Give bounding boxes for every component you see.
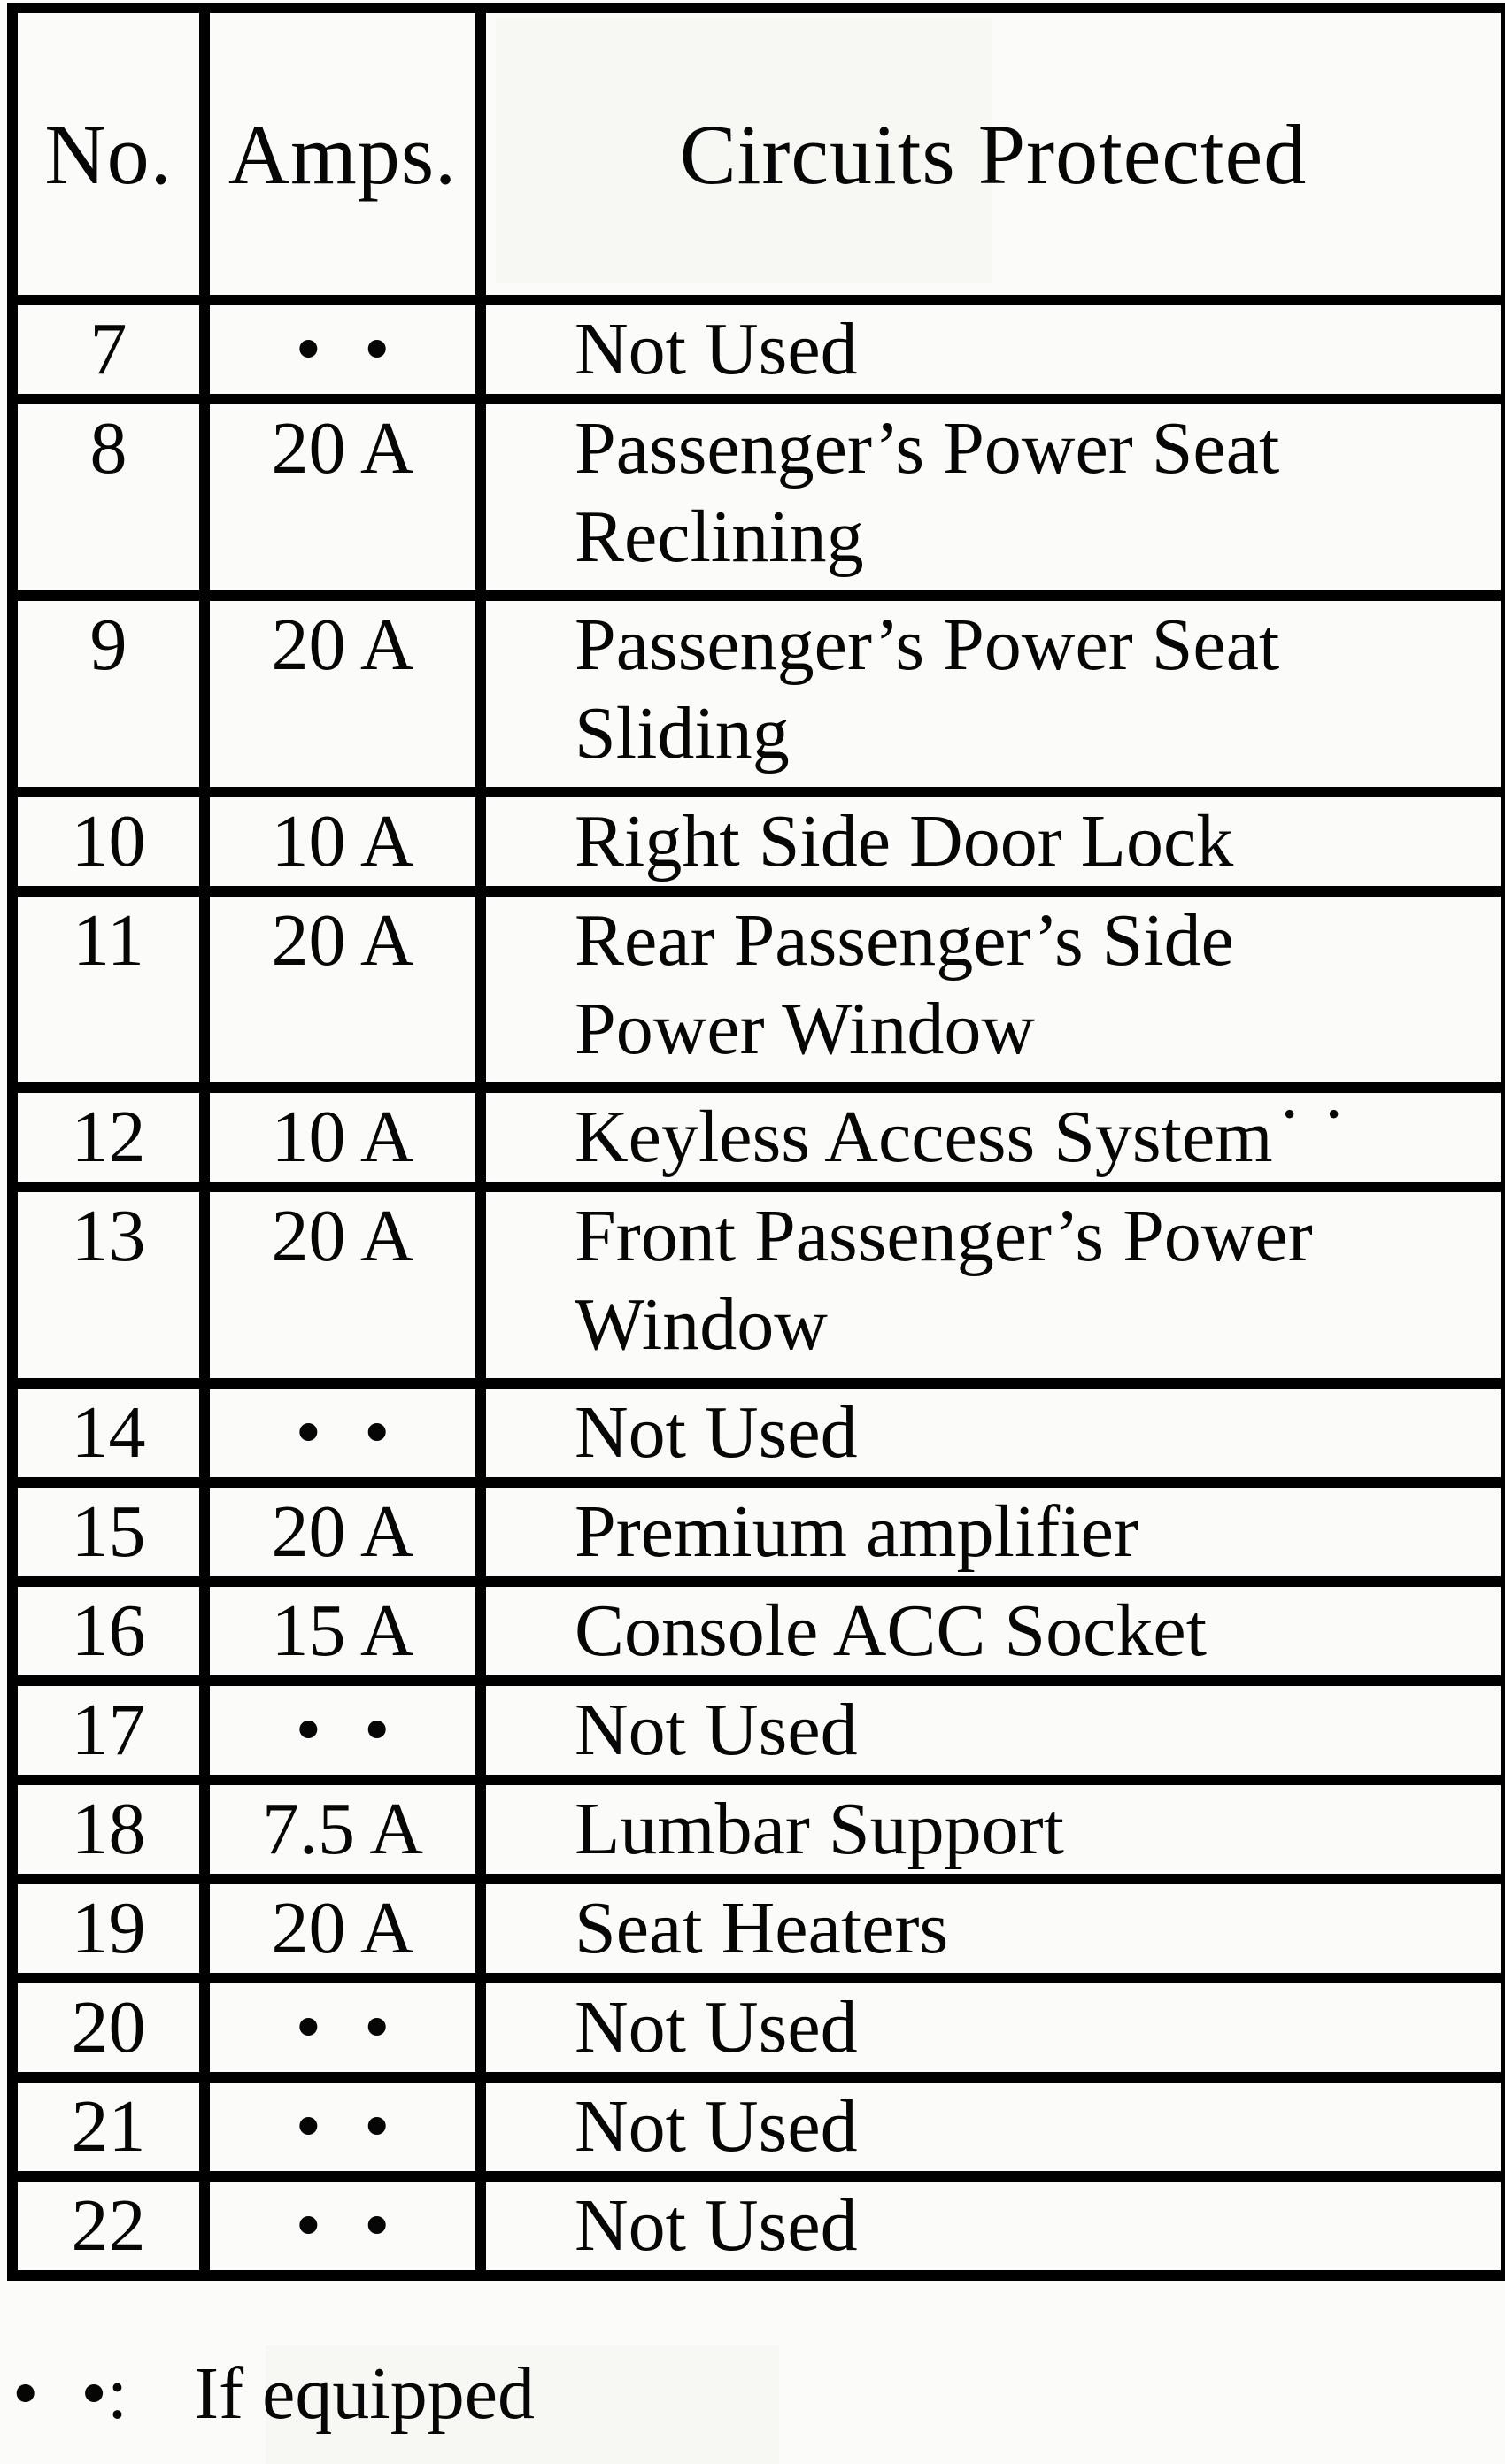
fuse-amps-cell: • • (199, 2072, 486, 2182)
if-equipped-marker: • • (1283, 1094, 1340, 1134)
fuse-table: No. Amps. Circuits Protected 7 • • Not Use… (7, 3, 1505, 2281)
fuse-circuit-cell: Right Side Door Lock (475, 787, 1505, 897)
fuse-amps-cell: 20 A (199, 394, 486, 601)
fuse-no-cell: 16 (7, 1576, 210, 1686)
fuse-circuit-cell: Not Used (475, 295, 1505, 404)
fuse-amps-cell: 20 A (199, 1874, 486, 1983)
fuse-amps-cell: 15 A (199, 1576, 486, 1686)
footnote: • •: If equipped (12, 2347, 535, 2440)
fuse-table-header: No. Amps. Circuits Protected (7, 3, 1505, 305)
table-row: 22 • • Not Used (7, 2171, 1505, 2281)
fuse-amps-cell: • • (199, 295, 486, 404)
fuse-no-cell: 17 (7, 1675, 210, 1785)
table-row: 21 • • Not Used (7, 2072, 1505, 2182)
fuse-circuit-cell: Keyless Access System• • (475, 1082, 1505, 1192)
not-used-dots: • • (295, 2085, 390, 2168)
fuse-circuit-cell: Premium amplifier (475, 1477, 1505, 1587)
fuse-circuit-cell: Lumbar Support (475, 1775, 1505, 1884)
not-used-dots: • • (295, 1689, 390, 1771)
fuse-no-cell: 11 (7, 886, 210, 1093)
fuse-no-cell: 7 (7, 295, 210, 404)
fuse-amps-cell: • • (199, 2171, 486, 2281)
fuse-no-cell: 10 (7, 787, 210, 897)
table-row: 17 • • Not Used (7, 1675, 1505, 1785)
fuse-amps-cell: • • (199, 1973, 486, 2083)
fuse-amps-cell: 7.5 A (199, 1775, 486, 1884)
fuse-circuit-cell: Not Used (475, 1378, 1505, 1488)
fuse-amps-cell: 20 A (199, 886, 486, 1093)
fuse-circuit-cell: Not Used (475, 2171, 1505, 2281)
table-row: 20 • • Not Used (7, 1973, 1505, 2083)
fuse-no-cell: 20 (7, 1973, 210, 2083)
not-used-dots: • • (295, 2184, 390, 2267)
header-row: No. Amps. Circuits Protected (7, 3, 1505, 305)
footnote-colon: : (106, 2352, 128, 2435)
fuse-no-cell: 13 (7, 1182, 210, 1389)
fuse-amps-cell: 20 A (199, 1477, 486, 1587)
fuse-circuit-cell: Not Used (475, 2072, 1505, 2182)
fuse-amps-cell: 10 A (199, 1082, 486, 1192)
fuse-no-cell: 21 (7, 2072, 210, 2182)
fuse-no-cell: 15 (7, 1477, 210, 1587)
fuse-amps-cell: • • (199, 1675, 486, 1785)
fuse-amps-cell: 20 A (199, 590, 486, 797)
not-used-dots: • • (295, 1986, 390, 2068)
fuse-amps-cell: 10 A (199, 787, 486, 897)
fuse-no-cell: 19 (7, 1874, 210, 1983)
table-row: 7 • • Not Used (7, 295, 1505, 404)
footnote-label: If equipped (194, 2352, 536, 2435)
not-used-dots: • • (295, 1391, 390, 1474)
col-header-circuits: Circuits Protected (475, 3, 1505, 305)
fuse-no-cell: 12 (7, 1082, 210, 1192)
fuse-no-cell: 8 (7, 394, 210, 601)
col-header-amps: Amps. (199, 3, 486, 305)
fuse-no-cell: 9 (7, 590, 210, 797)
col-header-no: No. (7, 3, 210, 305)
not-used-dots: • • (295, 308, 390, 390)
table-row: 14 • • Not Used (7, 1378, 1505, 1488)
fuse-no-cell: 14 (7, 1378, 210, 1488)
fuse-amps-cell: • • (199, 1378, 486, 1488)
fuse-circuit-cell: Not Used (475, 1675, 1505, 1785)
footnote-dots: • • (12, 2352, 107, 2435)
fuse-circuit-cell: Console ACC Socket (475, 1576, 1505, 1686)
fuse-circuit-cell: Seat Heaters (475, 1874, 1505, 1983)
fuse-no-cell: 22 (7, 2171, 210, 2281)
fuse-amps-cell: 20 A (199, 1182, 486, 1389)
fuse-circuit-cell: Not Used (475, 1973, 1505, 2083)
fuse-no-cell: 18 (7, 1775, 210, 1884)
